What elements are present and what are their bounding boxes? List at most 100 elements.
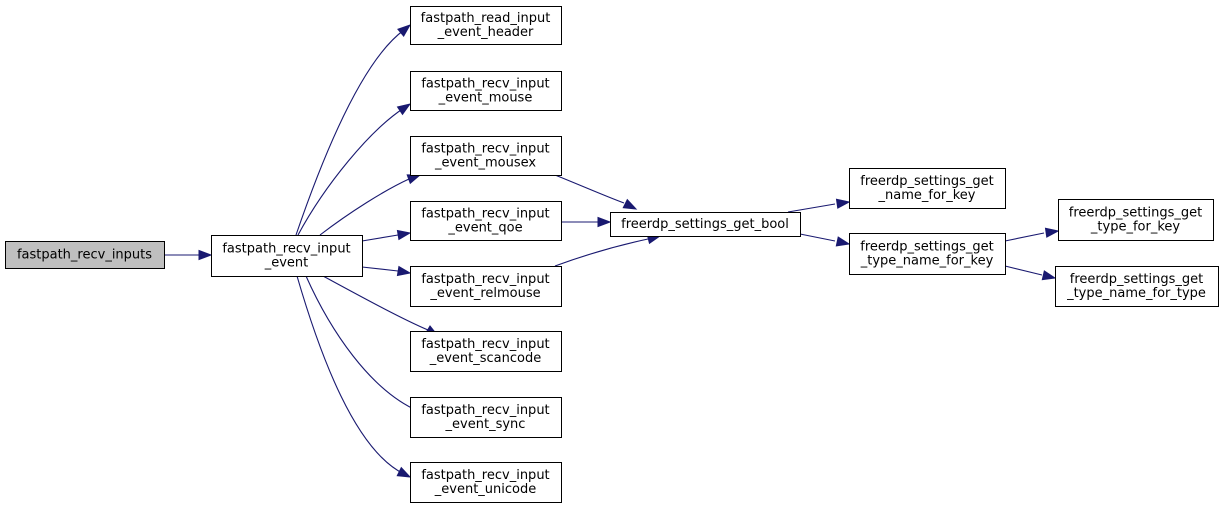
arrowhead — [597, 216, 612, 228]
edge-n1-n4 — [319, 174, 422, 236]
arrowhead — [1044, 227, 1060, 238]
node-label-line: fastpath_recv_input — [421, 207, 549, 222]
node-label-line: fastpath_recv_input — [421, 272, 549, 287]
node-box — [849, 233, 1006, 275]
edge-n6-n10 — [554, 233, 662, 267]
node-fastpath-recv-input-event-scancode[interactable]: fastpath_recv_input_event_scancode — [410, 331, 562, 372]
node-label-line: fastpath_recv_input — [421, 142, 549, 157]
node-box — [410, 266, 562, 307]
edge-line — [361, 266, 399, 272]
node-fastpath-recv-input-event-mouse[interactable]: fastpath_recv_input_event_mouse — [410, 71, 562, 111]
node-label-line: _event_mouse — [438, 91, 533, 106]
edge-line — [295, 29, 405, 236]
node-label-line: _event_relmouse — [429, 286, 540, 301]
node-label-line: _type_name_for_type — [1066, 286, 1206, 301]
edge-n12-n14 — [1004, 265, 1057, 281]
edge-n1-n6 — [361, 265, 412, 277]
edge-n10-n11 — [787, 198, 851, 213]
node-fastpath-recv-input-event[interactable]: fastpath_recv_input_event — [211, 235, 363, 277]
node-label-line: _event_scancode — [429, 351, 542, 366]
edge-n1-n3 — [297, 103, 412, 236]
arrowhead — [396, 466, 412, 478]
edge-line — [787, 203, 836, 213]
node-freerdp-settings-get-type-for-key[interactable]: freerdp_settings_get_type_for_key — [1058, 199, 1214, 241]
edge-n5-n10 — [561, 216, 612, 228]
edge-line — [1004, 232, 1045, 242]
node-fastpath-recv-input-event-unicode[interactable]: fastpath_recv_input_event_unicode — [410, 462, 562, 503]
node-fastpath-recv-input-event-qoe[interactable]: fastpath_recv_input_event_qoe — [410, 201, 562, 241]
node-freerdp-settings-get-type-name-for-type[interactable]: freerdp_settings_get_type_name_for_type — [1055, 266, 1219, 307]
node-box — [211, 235, 363, 277]
arrowhead — [835, 236, 851, 247]
node-label-line: fastpath_recv_input — [421, 77, 549, 92]
call-edges — [164, 24, 1060, 478]
edge-n0-n1 — [164, 249, 213, 261]
node-label-line: _type_for_key — [1090, 220, 1180, 235]
node-freerdp-settings-get-type-name-for-key[interactable]: freerdp_settings_get_type_name_for_key — [849, 233, 1006, 275]
edge-line — [319, 178, 410, 236]
edge-n1-n5 — [361, 229, 412, 242]
node-box — [849, 168, 1006, 209]
edge-n1-n8 — [305, 275, 430, 417]
edge-line — [322, 275, 429, 331]
node-box — [410, 397, 562, 438]
arrowhead — [396, 265, 412, 277]
edge-n10-n12 — [799, 233, 851, 247]
edge-line — [305, 275, 419, 412]
node-label-line: _event_header — [437, 25, 534, 40]
edge-n4-n10 — [554, 174, 638, 210]
edge-line — [296, 275, 405, 475]
node-label-line: freerdp_settings_get — [1069, 206, 1202, 221]
arrowhead — [835, 198, 851, 209]
edge-n12-n13 — [1004, 227, 1060, 242]
node-box — [410, 71, 562, 111]
node-fastpath-recv-input-event-sync[interactable]: fastpath_recv_input_event_sync — [410, 397, 562, 438]
node-label-line: fastpath_recv_input — [421, 403, 549, 418]
node-fastpath-recv-input-event-relmouse[interactable]: fastpath_recv_input_event_relmouse — [410, 266, 562, 307]
edge-line — [297, 107, 405, 236]
node-label-line: _event_unicode — [434, 482, 536, 497]
node-label-line: fastpath_recv_input — [222, 242, 350, 257]
edge-line — [799, 233, 836, 242]
node-freerdp-settings-get-name-for-key[interactable]: freerdp_settings_get_name_for_key — [849, 168, 1006, 209]
node-label-line: fastpath_recv_input — [421, 468, 549, 483]
edge-n1-n9 — [296, 275, 412, 478]
edge-n1-n2 — [295, 24, 412, 236]
node-label-line: fastpath_read_input — [421, 11, 551, 26]
node-box — [1055, 266, 1219, 307]
node-box — [410, 331, 562, 372]
edge-line — [554, 174, 625, 204]
node-box — [410, 201, 562, 241]
node-label-line: fastpath_recv_input — [421, 337, 549, 352]
arrowhead — [622, 198, 638, 210]
node-label-line: freerdp_settings_get — [860, 174, 993, 189]
node-label-line: freerdp_settings_get — [860, 240, 993, 255]
node-label-line: fastpath_recv_inputs — [17, 248, 152, 263]
node-label-line: freerdp_settings_get — [1070, 272, 1203, 287]
edge-line — [361, 234, 399, 242]
node-label-line: _type_name_for_key — [860, 254, 994, 269]
arrowhead — [396, 229, 412, 241]
edge-line — [554, 238, 649, 267]
node-box — [1058, 199, 1214, 241]
node-box — [5, 241, 165, 269]
node-label-line: _name_for_key — [878, 188, 976, 203]
node-box — [410, 462, 562, 503]
node-freerdp-settings-get-bool[interactable]: freerdp_settings_get_bool — [610, 212, 801, 237]
node-fastpath-recv-input-event-mousex[interactable]: fastpath_recv_input_event_mousex — [410, 136, 562, 176]
node-box — [410, 6, 562, 45]
node-fastpath-recv-inputs[interactable]: fastpath_recv_inputs — [5, 241, 165, 269]
arrowhead — [406, 174, 422, 185]
edge-line — [1004, 265, 1043, 276]
arrowhead — [397, 24, 412, 38]
node-label-line: freerdp_settings_get_bool — [621, 217, 789, 232]
node-label-line: _event_qoe — [447, 221, 522, 236]
arrowhead — [198, 249, 213, 261]
node-box — [410, 136, 562, 176]
arrowhead — [396, 103, 412, 116]
node-fastpath-read-input-event-header[interactable]: fastpath_read_input_event_header — [410, 6, 562, 45]
node-label-line: _event_mousex — [434, 156, 536, 171]
node-label-line: _event — [264, 256, 309, 271]
